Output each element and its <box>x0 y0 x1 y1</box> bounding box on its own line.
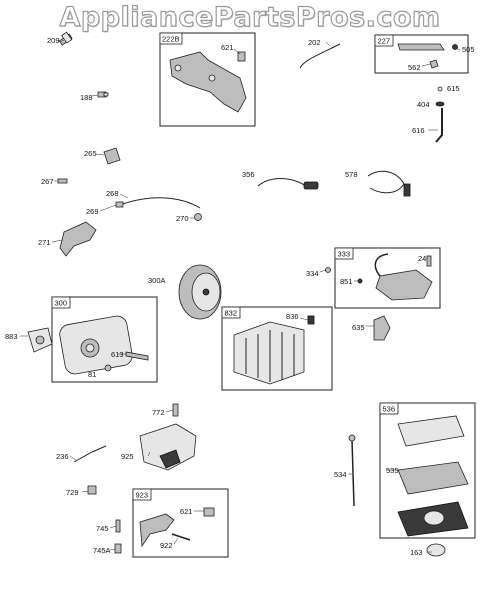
label-356[interactable]: 356 <box>242 170 255 179</box>
wire-harness-part-578 <box>367 170 411 197</box>
label-883[interactable]: 883 <box>5 332 18 341</box>
group-box-536 <box>379 402 476 539</box>
label-404[interactable]: 404 <box>417 100 430 109</box>
screw-part-745 <box>115 519 121 533</box>
label-613[interactable]: 613 <box>111 350 124 359</box>
label-334[interactable]: 334 <box>306 269 319 278</box>
label-236[interactable]: 236 <box>56 452 69 461</box>
wire-harness-part-356 <box>257 178 319 190</box>
flywheel-part <box>178 264 222 320</box>
label-923[interactable]: 923 <box>136 491 149 500</box>
group-tag-832 <box>221 306 241 319</box>
control-plate-part <box>59 221 97 257</box>
rod-part-616 <box>435 108 443 143</box>
fuel-line-part <box>73 445 107 463</box>
label-615[interactable]: 615 <box>447 84 460 93</box>
label-772[interactable]: 772 <box>152 408 165 417</box>
screw-part-188 <box>97 91 109 98</box>
group-box-300 <box>51 296 158 383</box>
label-745[interactable]: 745 <box>96 524 109 533</box>
label-24[interactable]: 24 <box>418 254 426 263</box>
label-729[interactable]: 729 <box>66 488 79 497</box>
label-209[interactable]: 209 <box>47 36 60 45</box>
group-tag-923 <box>132 488 152 501</box>
nut-part-270 <box>194 213 202 221</box>
governor-control-part-923 <box>139 507 215 548</box>
throttle-cable-part <box>119 197 201 209</box>
fuel-tank-part <box>139 423 197 471</box>
label-925[interactable]: 925 <box>121 452 134 461</box>
label-836[interactable]: 836 <box>286 312 299 321</box>
label-745A[interactable]: 745A <box>93 546 111 555</box>
label-535[interactable]: 535 <box>386 466 399 475</box>
label-562[interactable]: 562 <box>408 63 421 72</box>
label-81[interactable]: 81 <box>88 370 96 379</box>
group-tag-227 <box>374 34 394 47</box>
label-505[interactable]: 505 <box>462 45 475 54</box>
muffler-part <box>59 315 149 375</box>
air-cleaner-assembly-part <box>397 415 469 537</box>
label-616[interactable]: 616 <box>412 126 425 135</box>
label-832[interactable]: 832 <box>225 309 238 318</box>
label-163[interactable]: 163 <box>410 548 423 557</box>
label-222B[interactable]: 222B <box>162 35 180 44</box>
label-300[interactable]: 300 <box>55 299 68 308</box>
label-271[interactable]: 271 <box>38 238 51 247</box>
group-box-227 <box>374 34 469 74</box>
label-635[interactable]: 635 <box>352 323 365 332</box>
stud-part-534 <box>351 439 355 507</box>
governor-link-part <box>299 43 341 69</box>
lever-part-227 <box>397 43 458 69</box>
gasket-ring-part-163 <box>426 543 446 557</box>
label-188[interactable]: 188 <box>80 93 93 102</box>
group-tag-300 <box>51 296 71 309</box>
label-267[interactable]: 267 <box>41 177 54 186</box>
watermark-logo: AppliancePartsPros.com <box>59 1 441 33</box>
gasket-hole <box>35 335 45 345</box>
label-534[interactable]: 534 <box>334 470 347 479</box>
washer-part-404 <box>435 101 445 107</box>
part-729 <box>87 485 97 495</box>
clip-part-615 <box>437 86 443 92</box>
group-tag-222B <box>159 32 183 45</box>
label-922[interactable]: 922 <box>160 541 173 550</box>
label-851[interactable]: 851 <box>340 277 353 286</box>
control-bracket-part <box>169 51 247 113</box>
label-578[interactable]: 578 <box>345 170 358 179</box>
leader-lines <box>20 39 461 553</box>
label-202[interactable]: 202 <box>308 38 321 47</box>
group-box-222B <box>159 32 256 127</box>
elbow-part-635 <box>373 315 391 341</box>
spark-plug-part <box>58 31 73 46</box>
group-tag-536 <box>379 402 399 415</box>
screw-part-772 <box>172 403 179 417</box>
group-tag-333 <box>334 247 354 260</box>
bracket-part-265 <box>103 147 121 165</box>
cable-end-part <box>115 201 124 208</box>
screw-part-267 <box>57 178 68 184</box>
label-269[interactable]: 269 <box>86 207 99 216</box>
label-270[interactable]: 270 <box>176 214 189 223</box>
label-621-b[interactable]: 621 <box>180 507 193 516</box>
label-300A[interactable]: 300A <box>148 276 166 285</box>
label-536[interactable]: 536 <box>383 405 396 414</box>
group-box-832 <box>221 306 333 391</box>
muffler-guard-part <box>233 315 315 385</box>
group-box-333 <box>334 247 441 309</box>
label-333[interactable]: 333 <box>338 250 351 259</box>
label-265[interactable]: 265 <box>84 149 97 158</box>
stud-head <box>348 434 356 442</box>
label-268[interactable]: 268 <box>106 189 119 198</box>
group-box-923 <box>132 488 229 558</box>
label-227[interactable]: 227 <box>378 37 391 46</box>
screw-part-745A <box>114 543 122 554</box>
ignition-coil-part <box>325 253 433 301</box>
label-621[interactable]: 621 <box>221 43 234 52</box>
